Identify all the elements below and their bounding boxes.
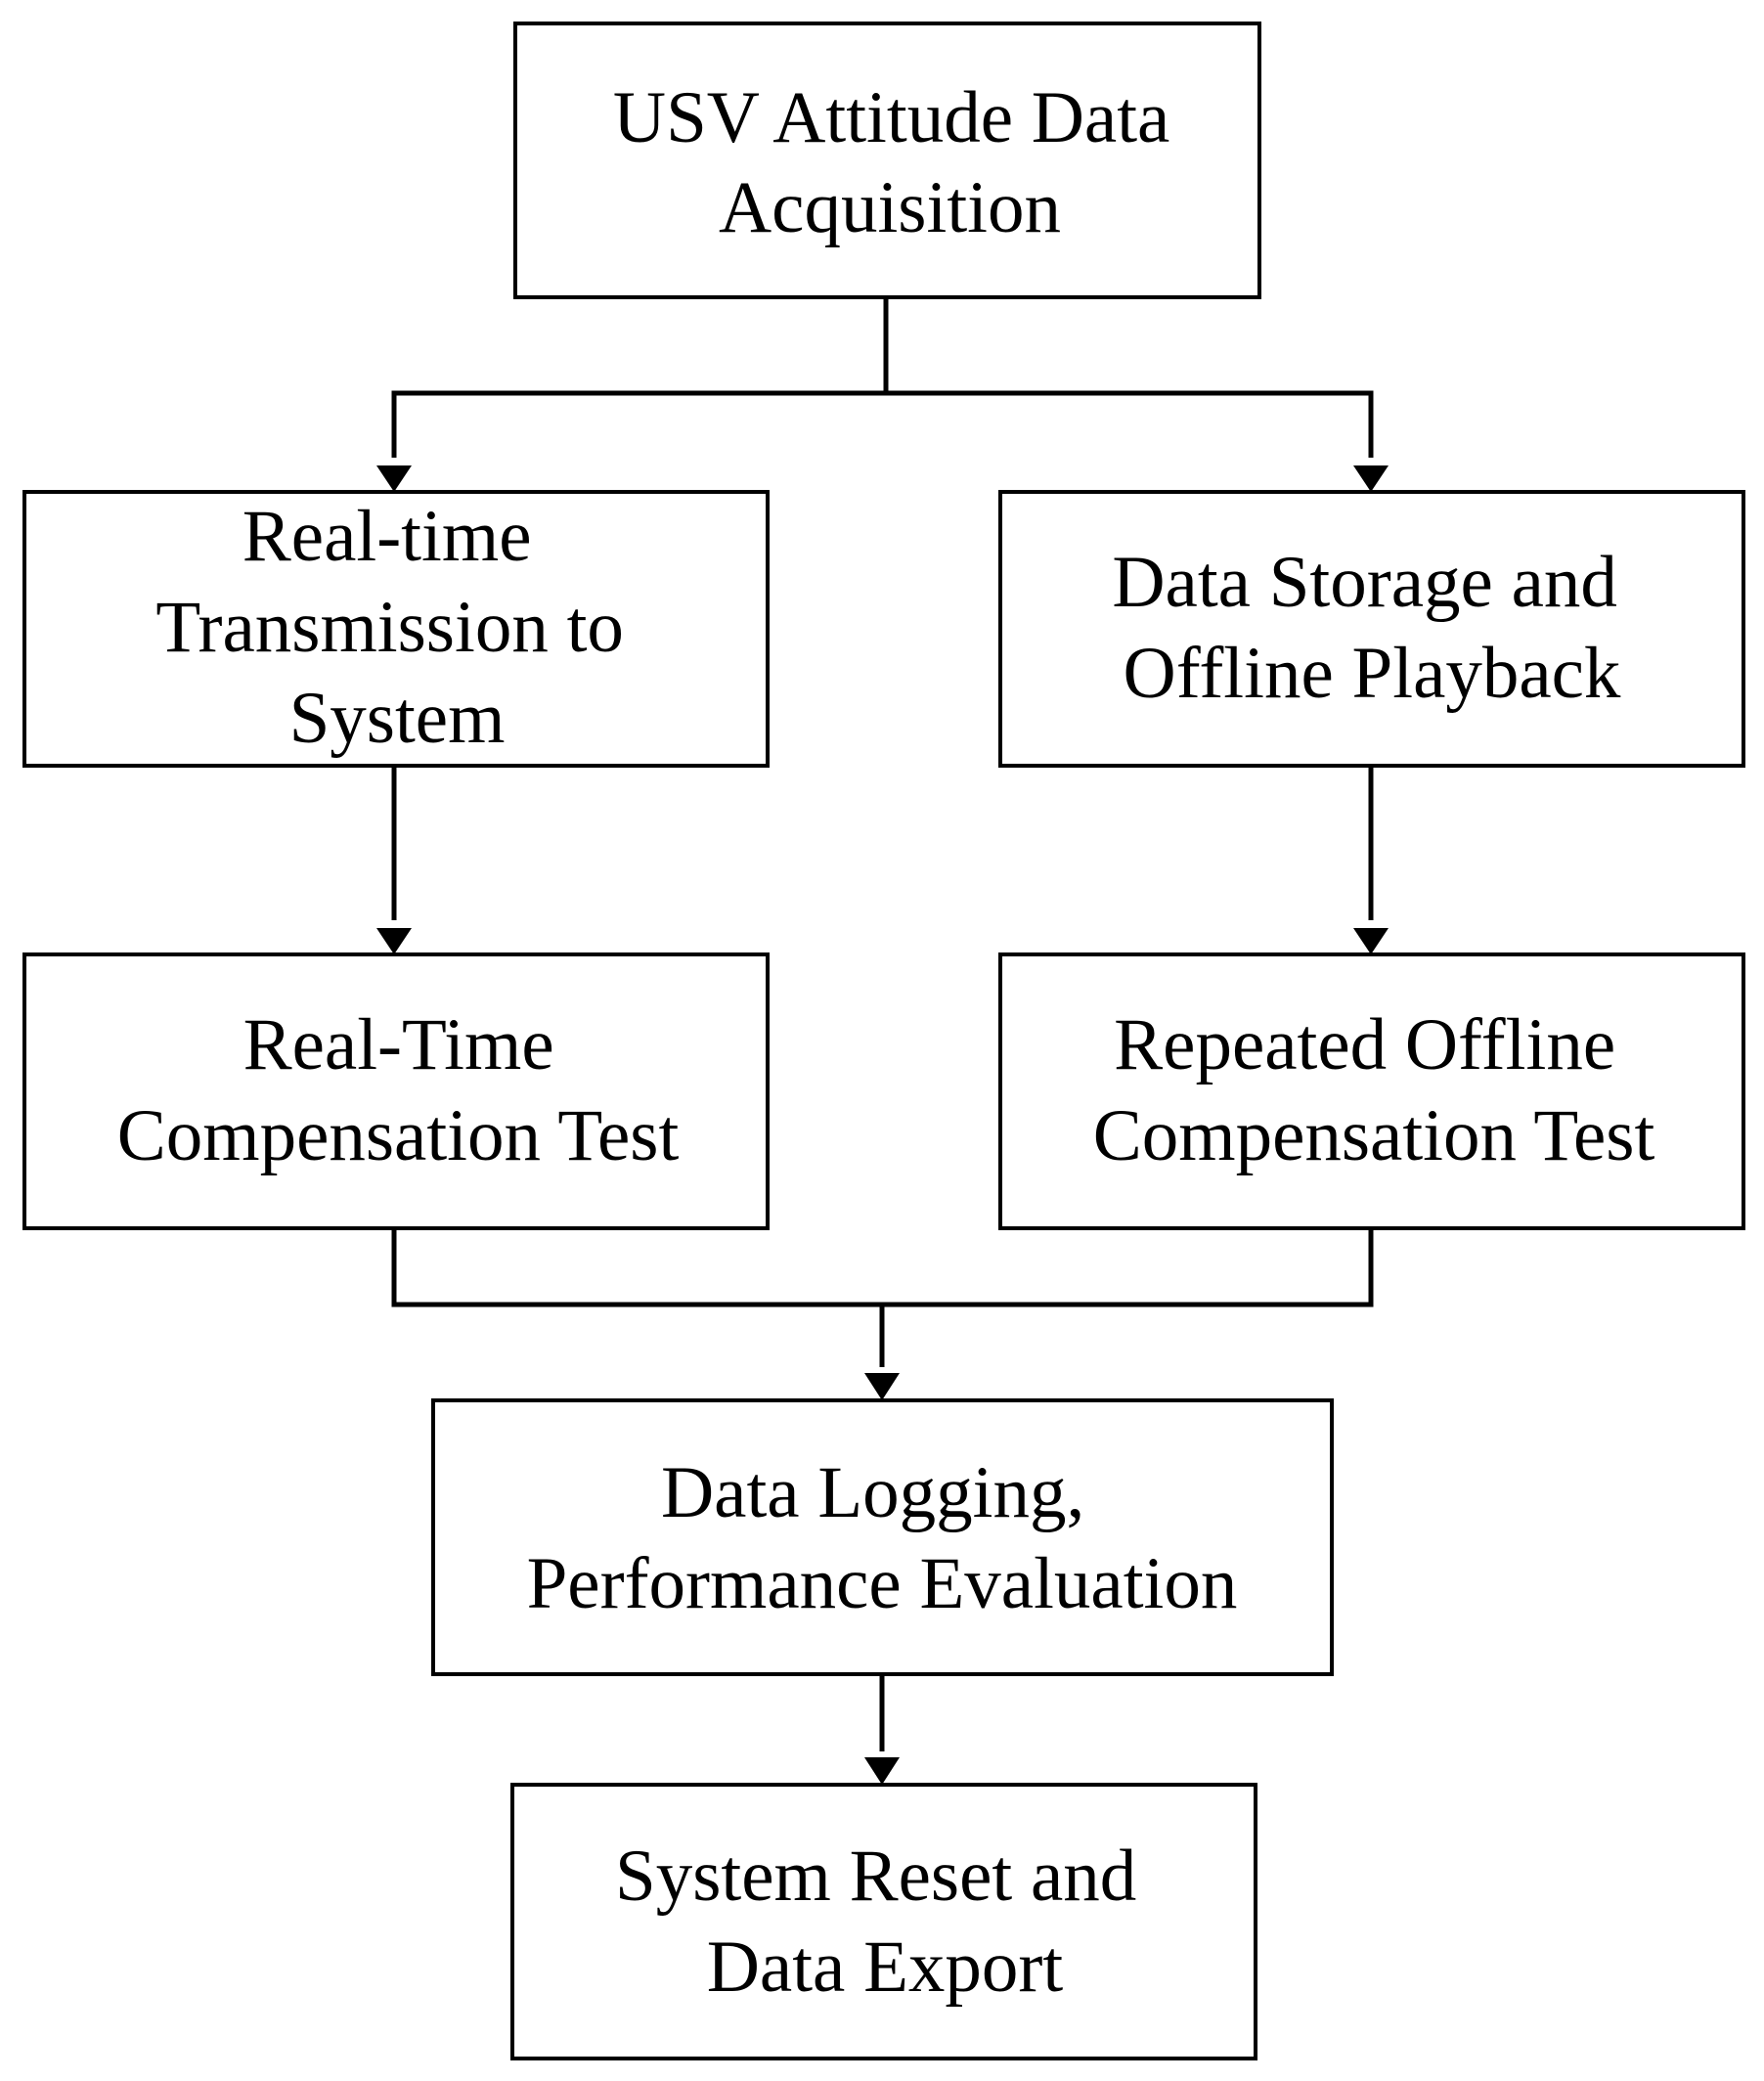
node-offline-test-line-1: Repeated Offline (1114, 1004, 1615, 1085)
node-logging-evaluation-line-2: Performance Evaluation (527, 1543, 1238, 1624)
node-offline-test: Repeated Offline Compensation Test (998, 952, 1745, 1230)
node-acquisition-line-1: USV Attitude Data (613, 77, 1169, 158)
node-reset-export-line-1: System Reset and (615, 1836, 1136, 1917)
node-realtime-transmission-label: Real-time Transmission to System (155, 496, 641, 759)
node-reset-export: System Reset and Data Export (510, 1783, 1257, 2060)
node-realtime-transmission: Real-time Transmission to System (22, 490, 770, 768)
node-acquisition: USV Attitude Data Acquisition (513, 22, 1261, 299)
node-reset-export-label: System Reset and Data Export (615, 1836, 1155, 2008)
node-logging-evaluation-box (431, 1398, 1334, 1676)
edge-acquisition-to-transmission (391, 297, 889, 458)
arrowhead-icon (376, 465, 412, 492)
node-logging-evaluation-line-1: Data Logging, (661, 1452, 1084, 1533)
arrowhead-icon (864, 1373, 900, 1400)
node-realtime-transmission-line-3: System (289, 678, 506, 759)
node-realtime-test-box (22, 952, 770, 1230)
node-storage-playback-line-2: Offline Playback (1124, 633, 1621, 714)
node-realtime-transmission-line-1: Real-time (243, 496, 532, 577)
node-realtime-test-line-1: Real-Time (243, 1004, 554, 1085)
node-logging-evaluation-label: Data Logging, Performance Evaluation (527, 1452, 1238, 1624)
node-acquisition-box (513, 22, 1261, 299)
node-acquisition-label: USV Attitude Data Acquisition (613, 77, 1188, 248)
node-realtime-transmission-line-2: Transmission to (155, 587, 624, 668)
edge-acquisition-to-storage (886, 390, 1374, 458)
arrowhead-icon (1353, 465, 1389, 492)
node-storage-playback: Data Storage and Offline Playback (998, 490, 1745, 768)
node-reset-export-box (510, 1783, 1257, 2060)
node-reset-export-line-2: Data Export (707, 1926, 1064, 2008)
node-realtime-test: Real-Time Compensation Test (22, 952, 770, 1230)
node-storage-playback-line-1: Data Storage and (1112, 542, 1616, 623)
node-realtime-test-label: Real-Time Compensation Test (117, 1004, 680, 1176)
node-offline-test-box (998, 952, 1745, 1230)
node-realtime-transmission-box (22, 490, 770, 768)
node-offline-test-label: Repeated Offline Compensation Test (1093, 1004, 1655, 1176)
edge-tests-merge-to-logging (391, 1228, 1374, 1367)
node-storage-playback-label: Data Storage and Offline Playback (1112, 542, 1635, 714)
node-realtime-test-line-2: Compensation Test (117, 1095, 680, 1176)
arrowhead-icon (864, 1757, 900, 1785)
node-acquisition-line-2: Acquisition (719, 167, 1061, 248)
node-logging-evaluation: Data Logging, Performance Evaluation (431, 1398, 1334, 1676)
node-offline-test-line-2: Compensation Test (1093, 1095, 1655, 1176)
node-storage-playback-box (998, 490, 1745, 768)
arrowhead-icon (1353, 928, 1389, 954)
arrowhead-icon (376, 928, 412, 954)
